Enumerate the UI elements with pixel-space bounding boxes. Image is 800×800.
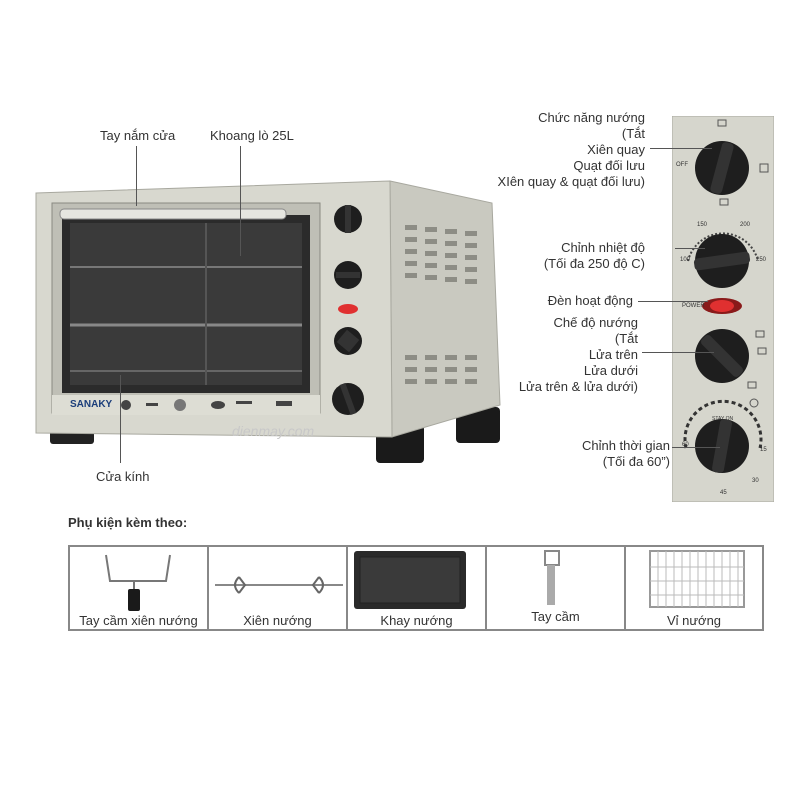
oven-foot bbox=[456, 407, 500, 443]
panel-temp-100: 100 bbox=[680, 257, 691, 263]
oven-handle bbox=[59, 208, 287, 220]
accessory-card: Xiên nướng bbox=[207, 545, 346, 631]
callout-power-light: Đèn hoạt động bbox=[547, 293, 633, 308]
power-light bbox=[338, 304, 358, 314]
accessory-label: Vỉ nướng bbox=[666, 613, 722, 628]
oven-side bbox=[389, 180, 501, 438]
accessory-label: Tay cầm bbox=[531, 609, 580, 624]
callout-mode: Chế độ nướng (Tắt Lửa trên Lửa dưới Lửa … bbox=[518, 315, 638, 394]
panel-timer-on: STAY ON bbox=[712, 416, 734, 422]
oven-illustration bbox=[35, 180, 501, 463]
timer-knob bbox=[695, 419, 749, 473]
oven-knob bbox=[334, 327, 362, 355]
watermark: dienmay.com bbox=[232, 423, 315, 439]
oven-brand: SANAKY bbox=[70, 399, 113, 410]
panel-temp-200: 200 bbox=[740, 222, 751, 228]
callout-function: Chức năng nướng (Tắt Xiên quay Quạt đối … bbox=[497, 110, 645, 189]
panel-power-label: POWER bbox=[682, 303, 705, 309]
accessory-card: Khay nướng bbox=[346, 545, 485, 631]
accessory-label: Tay cầm xiên nướng bbox=[79, 613, 198, 628]
rotisserie-handle-icon bbox=[105, 554, 171, 611]
oven-knob bbox=[334, 261, 362, 289]
tray-handle-icon bbox=[544, 550, 560, 605]
label-glass-door: Cửa kính bbox=[96, 469, 150, 484]
accessory-card: Tay cầm bbox=[485, 545, 624, 631]
accessory-card: Vỉ nướng bbox=[624, 545, 764, 631]
panel-timer-60: 60 bbox=[682, 442, 689, 448]
power-indicator-light bbox=[702, 298, 742, 314]
panel-temp-150: 150 bbox=[697, 222, 708, 228]
function-knob bbox=[695, 141, 749, 195]
oven-knob bbox=[334, 205, 362, 233]
wire-rack-icon bbox=[649, 550, 745, 608]
label-oven-chamber: Khoang lò 25L bbox=[210, 128, 294, 143]
panel-timer-45: 45 bbox=[720, 490, 727, 496]
panel-timer-30: 30 bbox=[752, 478, 759, 484]
temperature-knob bbox=[693, 234, 751, 288]
label-door-handle: Tay nắm cửa bbox=[100, 128, 176, 143]
panel-off-label: OFF bbox=[676, 162, 688, 168]
skewer-icon bbox=[215, 576, 343, 594]
accessory-label: Khay nướng bbox=[380, 613, 453, 628]
panel-temp-250: 250 bbox=[756, 257, 767, 263]
accessory-card: Tay cầm xiên nướng bbox=[68, 545, 207, 631]
accessories-title: Phụ kiện kèm theo: bbox=[68, 515, 188, 530]
panel-timer-15: 15 bbox=[760, 447, 767, 453]
callout-timer: Chỉnh thời gian (Tối đa 60”) bbox=[581, 438, 670, 469]
mode-knob bbox=[695, 329, 749, 383]
oven-knob bbox=[332, 382, 364, 416]
control-panel bbox=[672, 116, 774, 502]
accessory-label: Xiên nướng bbox=[243, 613, 312, 628]
callout-temperature: Chỉnh nhiệt độ (Tối đa 250 độ C) bbox=[543, 240, 645, 271]
baking-tray-icon bbox=[354, 551, 466, 609]
